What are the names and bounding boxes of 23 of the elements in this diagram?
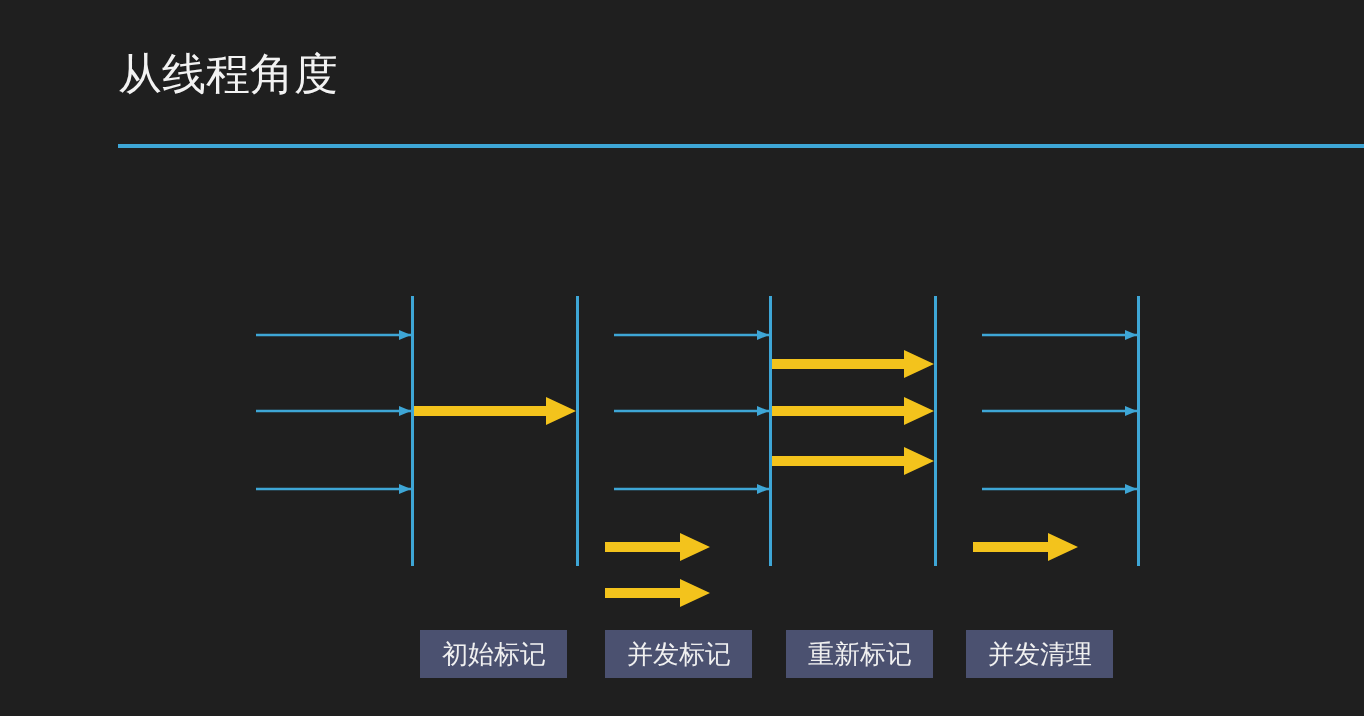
phase-label-box: 并发标记 bbox=[605, 630, 752, 678]
arrow bbox=[256, 406, 411, 416]
title: 从线程角度 bbox=[118, 47, 338, 101]
phase-label-box: 重新标记 bbox=[786, 630, 933, 678]
arrow bbox=[614, 330, 769, 340]
barrier-line bbox=[934, 296, 937, 566]
arrow bbox=[772, 350, 934, 378]
arrow bbox=[414, 397, 576, 425]
arrow bbox=[256, 484, 411, 494]
arrow bbox=[982, 406, 1137, 416]
barrier-line bbox=[1137, 296, 1140, 566]
barrier-line bbox=[576, 296, 579, 566]
arrow bbox=[982, 484, 1137, 494]
arrow bbox=[256, 330, 411, 340]
barrier-line bbox=[411, 296, 414, 566]
arrow bbox=[614, 484, 769, 494]
arrow bbox=[772, 397, 934, 425]
arrow bbox=[772, 447, 934, 475]
phase-label-box: 并发清理 bbox=[966, 630, 1113, 678]
arrow bbox=[982, 330, 1137, 340]
arrow bbox=[614, 406, 769, 416]
barrier-line bbox=[769, 296, 772, 566]
phase-label-box: 初始标记 bbox=[420, 630, 567, 678]
